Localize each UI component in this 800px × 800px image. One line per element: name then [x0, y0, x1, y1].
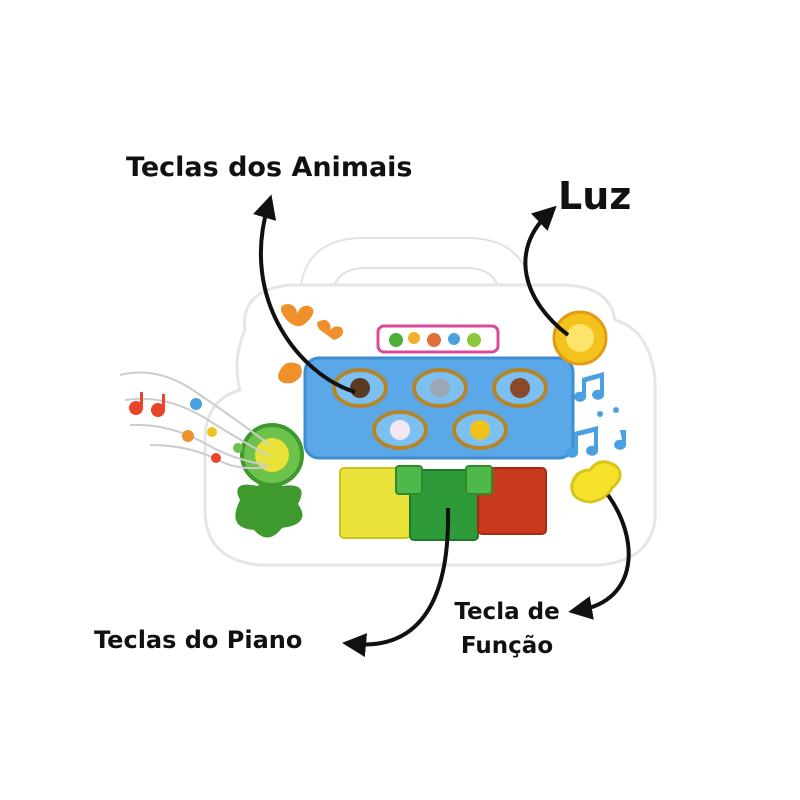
label-animal-keys: Teclas dos Animais [126, 152, 413, 183]
arrow-animal-keys [253, 194, 356, 394]
animal-key-horse[interactable] [492, 368, 548, 408]
label-function-key: Tecla de Função [436, 595, 578, 663]
sound-notes-icon [119, 371, 271, 470]
label-piano-keys: Teclas do Piano [94, 626, 303, 654]
piano-key-red[interactable] [477, 467, 547, 535]
piano-black-key-2[interactable] [465, 465, 493, 495]
music-notes-icon [566, 372, 627, 458]
piano-keys [339, 465, 547, 541]
animal-key-elephant[interactable] [412, 368, 468, 408]
arrow-light [523, 205, 570, 337]
animal-key-panel [303, 356, 575, 460]
arrow-piano-keys [342, 507, 451, 658]
animal-banner [376, 324, 500, 354]
function-button[interactable] [570, 460, 622, 504]
speaker-flower [235, 423, 304, 538]
piano-black-key-1[interactable] [395, 465, 423, 495]
label-function-key-line1: Tecla de [454, 599, 560, 625]
butterfly-icon [278, 304, 343, 384]
label-light: Luz [558, 174, 632, 218]
animal-key-sheep[interactable] [372, 410, 428, 450]
animal-key-cow[interactable] [332, 368, 388, 408]
label-function-key-line2: Função [460, 633, 554, 659]
toy-piano [119, 237, 657, 567]
sun-light-icon [552, 310, 608, 366]
arrow-function-key [568, 493, 631, 620]
animal-key-duck[interactable] [452, 410, 508, 450]
